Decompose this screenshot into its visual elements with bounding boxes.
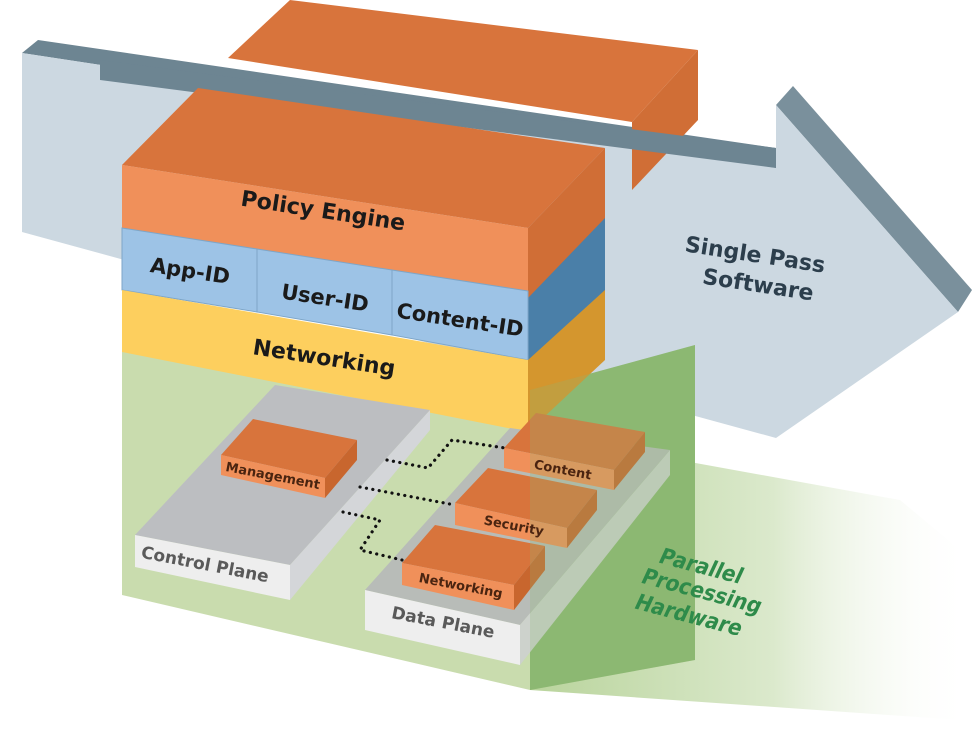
- content-module: [504, 413, 645, 490]
- arrow-head-face: [776, 105, 958, 438]
- connection-content: [385, 438, 507, 470]
- security-top: [455, 468, 597, 528]
- identification-row: [121, 218, 605, 370]
- data-plane-side: [520, 450, 670, 665]
- management-side: [325, 440, 357, 498]
- security-module: [455, 468, 597, 548]
- management-front: [221, 455, 325, 498]
- net-module-top: [402, 525, 545, 585]
- net-module-front: [402, 563, 514, 610]
- connection-networking: [341, 510, 404, 562]
- content-top: [504, 413, 645, 470]
- policy-top: [122, 88, 605, 228]
- control-plane-front: [135, 535, 290, 600]
- content-front: [504, 448, 614, 490]
- arrow-top-edge-front: [100, 60, 776, 168]
- networking-module: [402, 525, 545, 610]
- base-side-overlay: [530, 345, 695, 690]
- networking-row: [122, 290, 605, 432]
- net-module-side: [514, 546, 545, 610]
- policy-side-back: [632, 50, 698, 190]
- security-front: [455, 503, 567, 548]
- arrow-head-edge: [776, 86, 972, 312]
- data-plane-front: [365, 590, 520, 665]
- plane-connections: [341, 438, 507, 562]
- management-top: [221, 419, 357, 478]
- networking-front: [122, 290, 528, 432]
- policy-front: [122, 165, 528, 298]
- networking-side: [528, 290, 605, 432]
- control-plane-side: [290, 410, 430, 600]
- policy-top-back: [228, 0, 698, 122]
- content-side: [614, 432, 645, 490]
- security-side: [567, 490, 597, 548]
- management-module: [221, 419, 357, 498]
- id-side: [528, 218, 605, 370]
